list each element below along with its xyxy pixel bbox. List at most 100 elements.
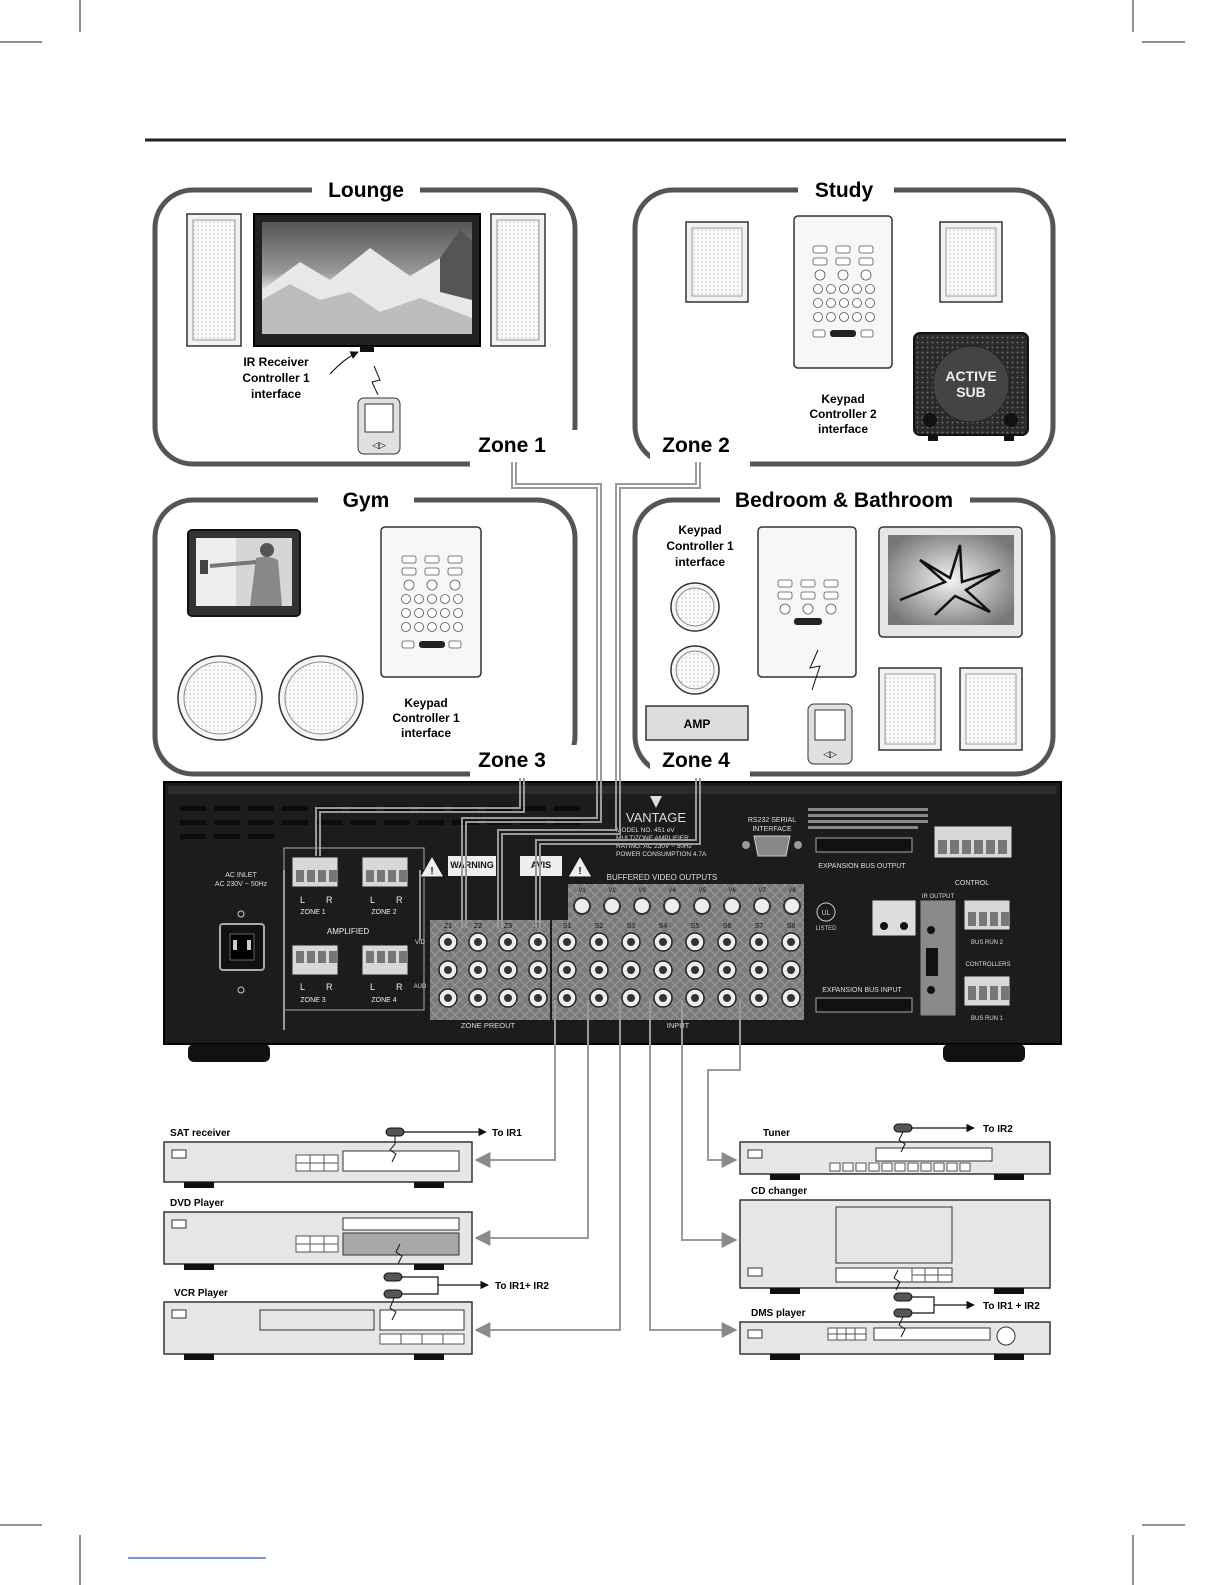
preout-jack-pin <box>504 994 512 1002</box>
gym-ceiling-speaker-2 <box>278 655 364 741</box>
video-output-col-label: V1 <box>578 888 586 894</box>
video-output-col-label: V3 <box>638 888 646 894</box>
vantage-logo: VANTAGE MODEL NO. 451 eV MULTIZONE AMPLI… <box>616 796 707 858</box>
bedroom-tv <box>878 526 1023 638</box>
video-output-col-label: V8 <box>788 888 796 894</box>
study-speaker-left <box>685 221 749 303</box>
spk-r-1: R <box>326 895 333 905</box>
video-output-jacks: V1 V2 V3 V4 V5 V6 V7 V8 <box>573 888 801 915</box>
control-terminal: CONTROL <box>933 825 1013 887</box>
spk-r-2: R <box>396 895 403 905</box>
spk-zone1: ZONE 1 <box>300 909 325 916</box>
spk-r-3: R <box>326 982 333 992</box>
spk-l-4: L <box>370 982 375 992</box>
input-jack-pin <box>787 994 795 1002</box>
preout-col-label: Z4 <box>534 923 542 930</box>
bedroom-remote-control-icon: ◁▷ <box>807 703 853 765</box>
ir-receiver-line3: interface <box>251 387 301 401</box>
lounge-tv <box>253 213 481 352</box>
room-title-lounge: Lounge <box>328 179 404 202</box>
model-line1: MODEL NO. 451 eV <box>616 827 675 834</box>
input-col-label: S5 <box>691 923 700 930</box>
input-jack-pin <box>659 994 667 1002</box>
bus-run-2-terminal: BUS RUN 2 <box>963 899 1011 946</box>
bed-kp-line3: interface <box>675 555 725 569</box>
expansion-in-label: EXPANSION BUS INPUT <box>822 987 902 994</box>
input-jack-pin <box>723 994 731 1002</box>
amp-label: AMP <box>684 717 711 731</box>
input-col-label: S8 <box>787 923 796 930</box>
input-jack-pin <box>627 966 635 974</box>
preout-jack-pin <box>534 966 542 974</box>
input-label: INPUT <box>667 1021 690 1030</box>
ul-listed-mark: UL LISTED <box>815 902 837 932</box>
video-output-jack <box>723 897 741 915</box>
video-output-jack <box>663 897 681 915</box>
to-ir1-ir2-right: To IR1 + IR2 <box>983 1301 1040 1312</box>
preout-jack-pin <box>444 938 452 946</box>
svg-text:!: ! <box>578 866 581 877</box>
speaker-terminal-zone1: L R ZONE 1 <box>291 856 339 916</box>
preout-jack-pin <box>504 938 512 946</box>
input-jack-pin <box>691 994 699 1002</box>
zone-label-2: Zone 2 <box>662 434 730 457</box>
bedroom-keypad <box>757 526 857 691</box>
model-line3: RATING: AC 230V ~ 50Hz <box>616 843 692 850</box>
video-output-jack <box>603 897 621 915</box>
listed-label: LISTED <box>815 926 837 932</box>
to-ir1-label: To IR1 <box>492 1128 522 1139</box>
svg-text:◁▷: ◁▷ <box>372 440 386 450</box>
input-jack-pin <box>723 938 731 946</box>
ir-pointer-arrow <box>329 351 359 375</box>
video-output-col-label: V6 <box>728 888 736 894</box>
lounge-speaker-left <box>186 213 242 347</box>
input-jack-pin <box>787 938 795 946</box>
ir-emitter-sat <box>385 1127 405 1137</box>
video-output-col-label: V5 <box>698 888 706 894</box>
study-kp-line1: Keypad <box>821 392 864 406</box>
input-jack-pin <box>595 938 603 946</box>
dms-label: DMS player <box>751 1308 806 1319</box>
source-wiring <box>474 1000 741 1338</box>
input-col-label: S6 <box>723 923 732 930</box>
preout-jack-pin <box>534 994 542 1002</box>
preout-col-label: Z1 <box>444 923 452 930</box>
ir-emitter-tuner <box>893 1123 913 1133</box>
zone-wiring <box>283 462 701 1030</box>
gym-ceiling-speaker-1 <box>177 655 263 741</box>
remote-control-icon: ◁▷ <box>357 397 401 455</box>
model-line4: POWER CONSUMPTION 4.7A <box>616 851 707 858</box>
video-output-jack <box>783 897 801 915</box>
control-label: CONTROL <box>955 880 989 887</box>
video-output-jack <box>573 897 591 915</box>
speaker-terminal-zone3: L R ZONE 3 <box>291 944 339 1004</box>
preout-jack-pin <box>534 938 542 946</box>
video-output-col-label: V4 <box>668 888 676 894</box>
vcr-player <box>163 1301 473 1360</box>
sat-receiver <box>163 1141 473 1188</box>
study-kp-line3: interface <box>818 422 868 436</box>
input-jack-pin <box>627 994 635 1002</box>
sub-line1: ACTIVE <box>945 368 996 384</box>
sub-line2: SUB <box>956 384 986 400</box>
warning-icon: ! <box>419 854 445 878</box>
study-kp-line2: Controller 2 <box>809 407 877 421</box>
amplified-label: AMPLIFIED <box>327 927 369 936</box>
preout-jack-pin <box>444 994 452 1002</box>
lounge-ir-receiver-label: IR Receiver Controller 1 interface <box>242 355 310 401</box>
bed-kp-line2: Controller 1 <box>666 539 734 553</box>
crop-marks <box>0 0 1185 1585</box>
bus-run-1-terminal: BUS RUN 1 <box>963 975 1011 1022</box>
video-output-col-label: V2 <box>608 888 616 894</box>
preout-jack-pin <box>474 938 482 946</box>
rs232-port <box>742 835 802 857</box>
dvd-player <box>163 1211 473 1270</box>
svg-text:◁▷: ◁▷ <box>823 749 837 759</box>
input-jack-pin <box>595 994 603 1002</box>
video-output-col-label: V7 <box>758 888 766 894</box>
input-col-label: S4 <box>659 923 668 930</box>
svg-text:!: ! <box>430 866 433 877</box>
dvd-label: DVD Player <box>170 1198 224 1209</box>
input-jack-pin <box>595 966 603 974</box>
input-jack-pin <box>755 994 763 1002</box>
